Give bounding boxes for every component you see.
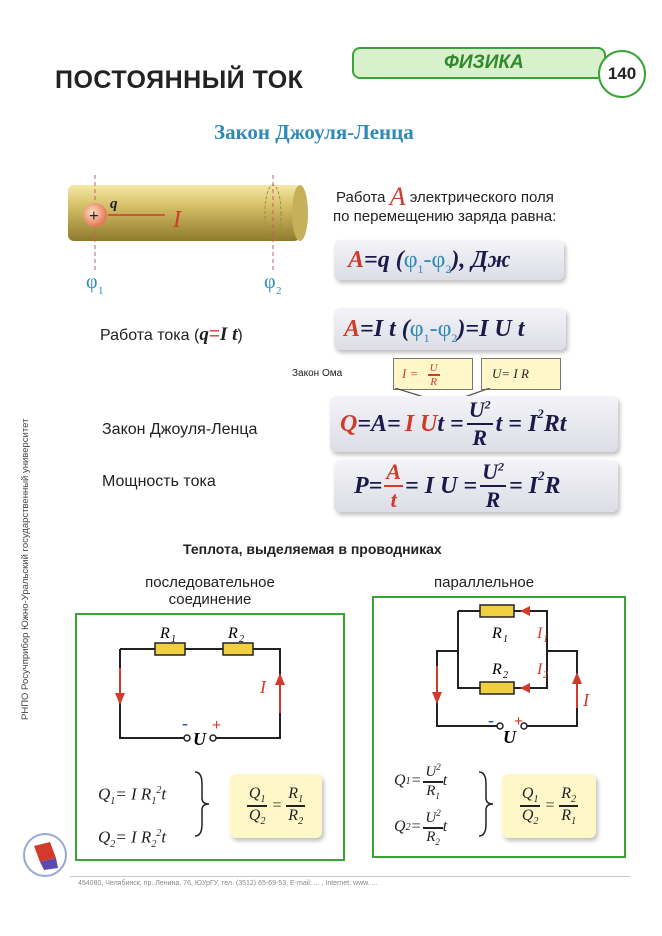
svg-text:2: 2	[503, 670, 508, 681]
parallel-arrowhead-up	[572, 672, 582, 684]
svg-text:U: U	[503, 727, 517, 746]
series-arrowhead-up	[275, 673, 285, 685]
work-current-formula: A=I t (φ1-φ2)=I U t	[334, 308, 566, 350]
subject-banner: ФИЗИКА	[352, 47, 606, 79]
work-symbol: A	[389, 182, 406, 211]
joule-label: Закон Джоуля-Ленца	[102, 421, 258, 438]
parallel-r2	[479, 681, 515, 695]
svg-text:2: 2	[239, 634, 244, 645]
svg-text:I: I	[536, 661, 543, 678]
svg-text:1: 1	[171, 634, 176, 645]
svg-text:-: -	[182, 713, 188, 733]
phi1-label: φ	[86, 271, 98, 293]
parallel-circuit: R 1 R 2 I 1 I 2 I U - +	[432, 604, 590, 746]
section-subtitle: Закон Джоуля-Ленца	[214, 120, 414, 144]
svg-text:R: R	[159, 625, 170, 642]
work-current-label: Работа тока (q=I t)	[100, 324, 243, 345]
work-field-formula: A=q (φ1-φ2), Дж	[334, 240, 564, 280]
current-label: I	[172, 207, 182, 233]
svg-text:+: +	[212, 717, 221, 734]
phi2-label: φ	[264, 271, 276, 293]
svg-text:R: R	[491, 625, 502, 642]
plus-sign: +	[89, 206, 99, 225]
svg-text:2: 2	[543, 670, 548, 681]
work-field-line2: по перемещению заряда равна:	[333, 208, 557, 225]
series-r1	[154, 642, 186, 656]
parallel-r1	[479, 604, 515, 618]
parallel-arrowhead-down	[432, 692, 442, 704]
series-arrowhead-down	[115, 693, 125, 705]
charge-ball	[83, 203, 107, 227]
parallel-brace	[478, 771, 494, 837]
conductor-illustration: + q I φ 1 φ 2	[68, 175, 308, 297]
svg-text:R: R	[491, 661, 502, 678]
footer-address: 454080, Челябинск, пр. Ленина, 76, ЮУрГУ…	[78, 880, 378, 887]
svg-text:I: I	[536, 625, 543, 642]
work-field-text: Работа A электрического поля	[336, 182, 554, 211]
svg-text:I: I	[259, 677, 267, 697]
svg-text:U: U	[193, 729, 207, 749]
svg-text:1: 1	[543, 634, 548, 645]
power-label: Мощность тока	[102, 473, 216, 490]
parallel-label: параллельное	[434, 574, 535, 591]
ohm-label: Закон Ома	[292, 368, 343, 379]
series-circuit: R 1 R 2 I U - +	[115, 625, 285, 749]
svg-text:1: 1	[503, 634, 508, 645]
conductor-cylinder	[68, 185, 300, 241]
publisher-logo	[23, 833, 67, 877]
svg-text:I: I	[582, 690, 590, 710]
subject-label: ФИЗИКА	[444, 52, 524, 73]
parallel-arrowhead-i2	[520, 683, 530, 693]
svg-text:-: -	[488, 710, 494, 730]
series-label: последовательное соединение	[145, 574, 275, 608]
phi1-sub: 1	[98, 285, 104, 297]
conductor-end	[292, 185, 308, 241]
heat-title: Теплота, выделяемая в проводниках	[183, 541, 442, 557]
series-r2	[222, 642, 254, 656]
charge-label: q	[110, 196, 118, 212]
series-q-formulas: Q1= I R12t Q2= I R22t	[98, 784, 167, 851]
ohm-formula-2: U= I R	[481, 358, 561, 390]
phi2-sub: 2	[276, 285, 282, 297]
svg-text:R: R	[227, 625, 238, 642]
svg-text:+: +	[514, 713, 523, 730]
side-vertical-text: РНПО Росучприбор Южно-Уральский государс…	[20, 418, 31, 720]
series-brace	[194, 771, 210, 837]
page-number: 140	[598, 50, 646, 98]
parallel-arrowhead-i1	[520, 606, 530, 616]
page-title: ПОСТОЯННЫЙ ТОК	[55, 66, 304, 94]
cross-section-2	[264, 184, 282, 242]
footer-divider	[70, 876, 630, 877]
